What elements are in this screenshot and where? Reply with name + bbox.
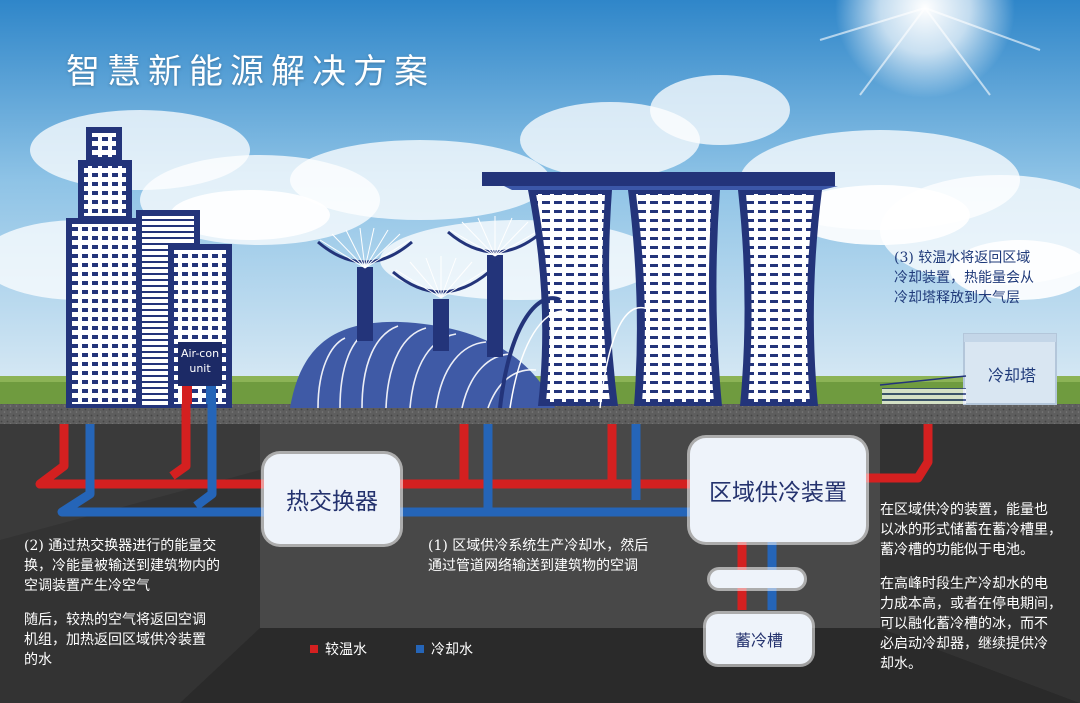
note-step2-line: (2) 通过热交换器进行的能量交 — [24, 538, 217, 554]
note-step1: (1) 区域供冷系统生产冷却水，然后 通过管道网络输送到建筑物的空调 — [428, 536, 648, 576]
note-storage-a-line: 以冰的形式储蓄在蓄冷槽里， — [880, 522, 1062, 538]
heat-exchanger-label: 热交换器 — [286, 489, 378, 515]
note-storage-a-line: 蓄冷槽的功能似于电池。 — [880, 542, 1034, 558]
left-buildings — [66, 127, 232, 408]
warm-water-swatch — [310, 645, 318, 653]
aircon-line-1: Air-con — [180, 347, 220, 360]
note-step2-after-line: 机组，加热返回区域供冷装置 — [24, 632, 206, 648]
note-step2-line: 换，冷能量被输送到建筑物内的 — [24, 558, 220, 574]
legend-cool-water: 冷却水 — [416, 639, 473, 659]
supertrees — [317, 216, 543, 357]
note-step2-after-line: 的水 — [24, 652, 52, 668]
note-step1-line: (1) 区域供冷系统生产冷却水，然后 — [428, 538, 649, 554]
page-title: 智慧新能源解决方案 — [66, 52, 435, 92]
note-storage-a-line: 在区域供冷的装置，能量也 — [880, 502, 1048, 518]
cooling-tower — [879, 333, 1057, 405]
note-storage-b-line: 却水。 — [880, 656, 922, 672]
note-step2-line: 空调装置产生冷空气 — [24, 578, 150, 594]
note-step3-line: 冷却塔释放到大气层 — [894, 290, 1020, 306]
note-step3-line: 冷却装置，热能量会从 — [894, 270, 1034, 286]
note-storage-b-line: 可以融化蓄冷槽的冰，而不 — [880, 616, 1048, 632]
legend-warm-water: 较温水 — [310, 639, 367, 659]
three-towers — [482, 172, 838, 409]
storage-connector — [710, 570, 804, 588]
note-step2-after-line: 随后，较热的空气将返回空调 — [24, 612, 206, 628]
note-step1-line: 通过管道网络输送到建筑物的空调 — [428, 558, 638, 574]
aircon-line-2: unit — [189, 362, 211, 375]
storage-tank-label: 蓄冷槽 — [734, 631, 783, 650]
district-cooling-label: 区域供冷装置 — [709, 480, 847, 506]
note-storage-b-line: 力成本高，或者在停电期间， — [880, 596, 1062, 612]
cool-water-swatch — [416, 645, 424, 653]
aircon-unit-label: Air-con unit — [176, 346, 224, 376]
note-storage-b-line: 在高峰时段生产冷却水的电 — [880, 576, 1048, 592]
note-storage-b-line: 必启动冷却器，继续提供冷 — [880, 636, 1048, 652]
storage-tank-box: 蓄冷槽 — [706, 614, 812, 664]
note-storage: 在区域供冷的装置，能量也 以冰的形式储蓄在蓄冷槽里， 蓄冷槽的功能似于电池。 在… — [880, 500, 1062, 674]
legend-warm-label: 较温水 — [325, 642, 367, 658]
heat-exchanger-box: 热交换器 — [264, 454, 400, 544]
note-step3-line: (3) 较温水将返回区域 — [894, 250, 1031, 266]
cooling-tower-label: 冷却塔 — [988, 366, 1037, 385]
legend-cool-label: 冷却水 — [431, 642, 473, 658]
note-step3: (3) 较温水将返回区域 冷却装置，热能量会从 冷却塔释放到大气层 — [894, 248, 1034, 308]
district-cooling-box: 区域供冷装置 — [690, 438, 866, 542]
note-step2: (2) 通过热交换器进行的能量交 换，冷能量被输送到建筑物内的 空调装置产生冷空… — [24, 536, 220, 670]
